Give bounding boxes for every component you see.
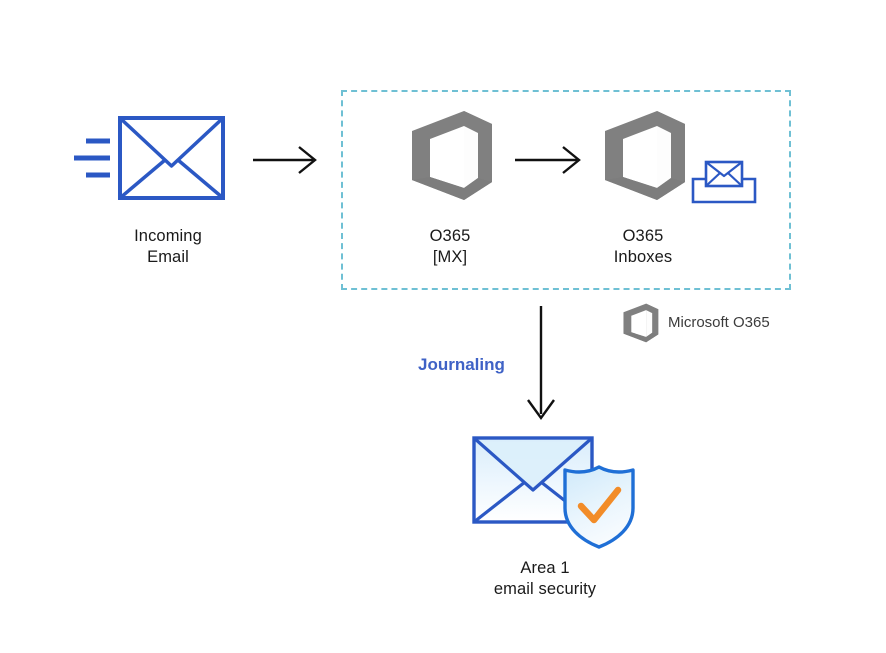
envelope-shield-check-icon [472, 436, 635, 549]
arrow-head-icon [298, 146, 317, 174]
microsoft-office-logo-icon [623, 303, 659, 343]
envelope-fold-left-icon [118, 158, 167, 200]
microsoft-office-logo-icon [605, 111, 685, 200]
office-logo-inner-page [430, 126, 464, 188]
edge-incoming-to-mx [253, 140, 323, 180]
check-icon [577, 486, 622, 524]
node-inbox-tray [690, 158, 758, 206]
microsoft-office-logo-icon [412, 111, 492, 200]
o365-boundary-region [341, 90, 791, 290]
envelope-with-motion-lines-icon [74, 116, 225, 200]
envelope-flap-fill [478, 442, 588, 488]
office-logo-bottom-shadow [412, 177, 492, 200]
motion-lines-icon [74, 138, 110, 178]
shield-icon [563, 465, 635, 549]
legend-office-icon-wrap [620, 302, 660, 346]
inbox-tray-envelope-icon [691, 160, 757, 204]
office-logo-inner-page-side [646, 310, 653, 338]
office-logo-bottom-shadow [605, 177, 685, 200]
node-area1-email-security [468, 432, 635, 550]
edge-label-journaling: Journaling [418, 355, 505, 374]
caption-o365-mx: O365 [MX] [429, 227, 471, 266]
envelope-flap-icon [472, 436, 594, 492]
envelope-flap-icon [118, 116, 225, 168]
node-o365-mx [404, 108, 496, 208]
office-logo-inner-page-side [464, 126, 478, 188]
arrow-head-icon [562, 146, 581, 174]
office-logo-inner-page [623, 126, 657, 188]
arrow-head-icon [527, 399, 555, 421]
edge-mx-to-inboxes [515, 140, 590, 180]
caption-area1-email-security: Area 1 email security [493, 559, 597, 598]
envelope-fold-left-icon [705, 172, 721, 187]
office-logo-inner-page-side [657, 126, 671, 188]
envelope-fold-left-icon [473, 480, 526, 524]
node-o365-inboxes [597, 108, 689, 208]
legend-label-microsoft-o365: Microsoft O365 [668, 314, 770, 331]
edge-inboxes-to-area1 [518, 306, 564, 424]
envelope-fold-right-icon [727, 172, 743, 187]
office-logo-inner-page [631, 310, 647, 338]
caption-o365-inboxes: O365 Inboxes [613, 227, 673, 266]
node-incoming-email [70, 110, 235, 210]
envelope-flap-icon [705, 161, 743, 178]
envelope-fold-right-icon [176, 158, 225, 200]
caption-incoming-email: Incoming Email [134, 227, 202, 266]
office-logo-bottom-shadow [623, 332, 659, 343]
